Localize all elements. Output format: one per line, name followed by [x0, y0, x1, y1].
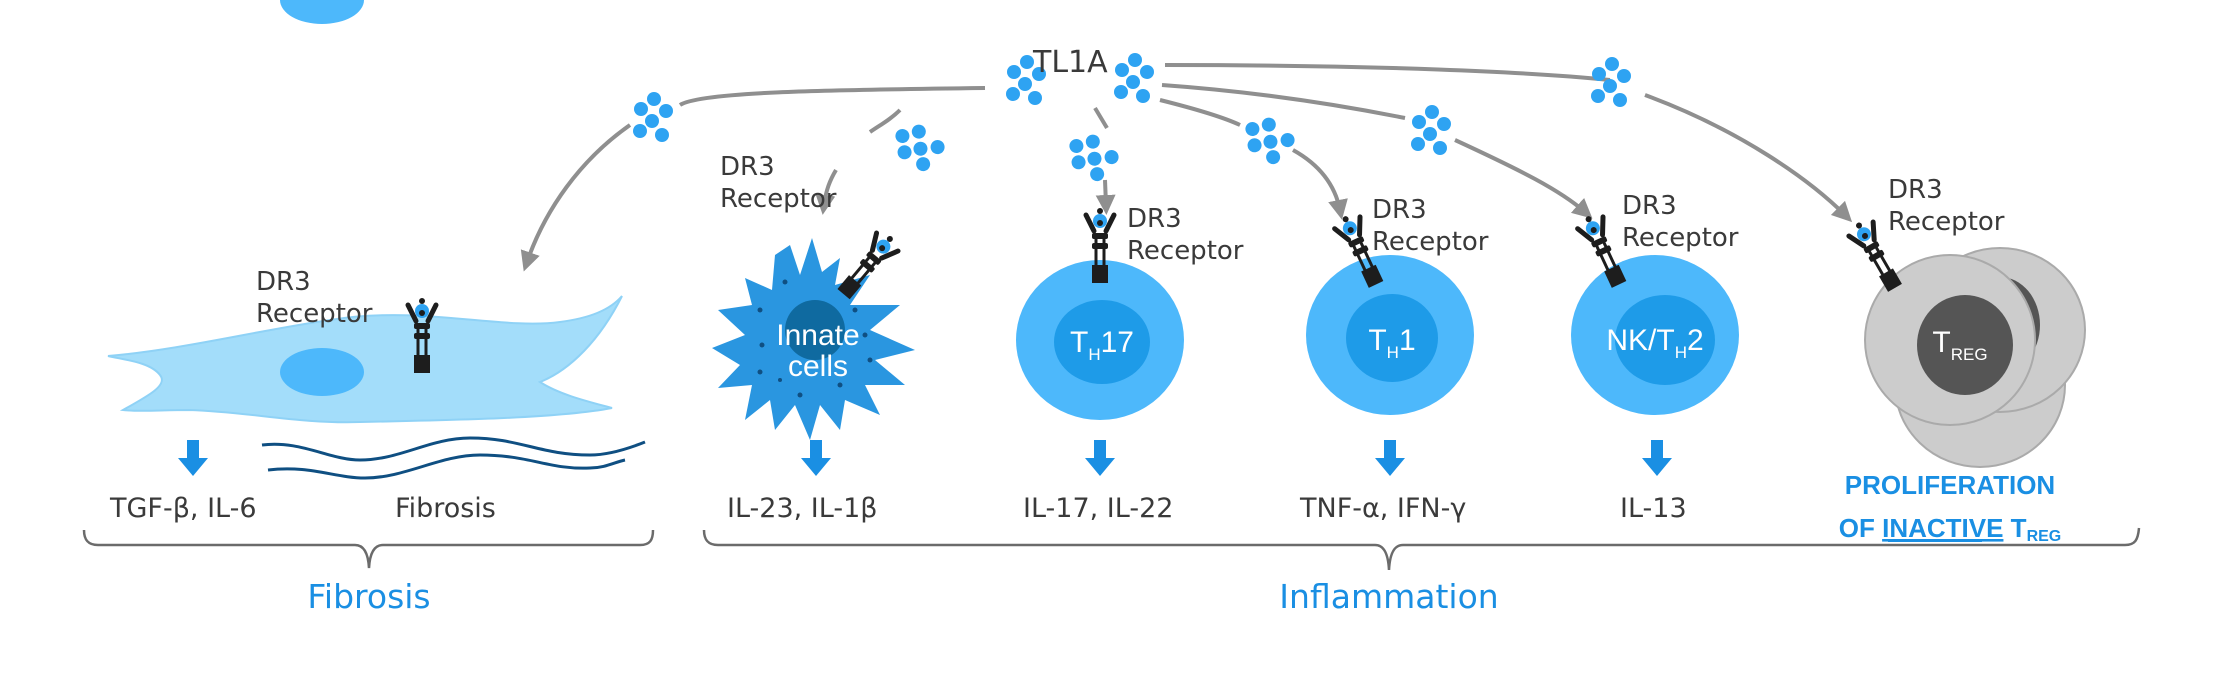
inactive-emphasis: INACTIVE — [1882, 513, 2003, 543]
fibroblast-body — [107, 295, 623, 424]
receptor-label-line1: DR3 — [1888, 175, 1943, 205]
tl1a-cluster-icon — [885, 116, 950, 176]
receptor-label-line1: DR3 — [720, 152, 775, 182]
arrow-to-th1-lower — [1292, 148, 1348, 220]
dr3-receptor-icon — [833, 228, 903, 303]
tl1a-cluster-icon — [633, 92, 673, 142]
treg-output-line2: OF INACTIVE TREG — [1839, 513, 2061, 545]
arrow-to-treg-lower — [1644, 93, 1853, 223]
th17-output: IL-17, IL-22 — [1023, 493, 1173, 524]
arrow-to-fibroblast-lower — [520, 123, 632, 272]
treg-output-line1: PROLIFERATION — [1845, 470, 2055, 500]
th1-output: TNF-α, IFN-γ — [1299, 493, 1466, 524]
nk-th2-cell-name: NK/TH2 — [1606, 324, 1703, 362]
fibroblast-output-fibrosis: Fibrosis — [395, 493, 496, 524]
tl1a-label: TL1A — [1032, 45, 1108, 80]
receptor-label-line1: DR3 — [1372, 195, 1427, 225]
inflammation-brace — [702, 527, 2141, 571]
fibroblast-output-cytokines: TGF-β, IL-6 — [109, 493, 257, 524]
fibroblast-nucleus — [280, 0, 364, 24]
arrow-to-nk — [1161, 83, 1406, 120]
treg-cell-stack: TREG — [1864, 247, 2086, 468]
tl1a-cluster-icon — [1411, 105, 1451, 155]
down-arrow-icon — [1642, 440, 1672, 476]
innate-output: IL-23, IL-1β — [727, 493, 877, 524]
receptor-label-line2: Receptor — [1372, 227, 1489, 257]
down-arrow-icon — [1085, 440, 1115, 476]
innate-cell-nucleus — [785, 300, 845, 360]
collagen-fiber-icon — [261, 436, 646, 480]
receptor-label-line2: Receptor — [720, 184, 837, 214]
innate-cell-name-line2: cells — [788, 350, 848, 383]
inflammation-group-label: Inflammation — [1279, 577, 1498, 616]
fibroblast-nucleus-fill — [280, 348, 364, 396]
down-arrow-icon — [801, 440, 831, 476]
receptor-label-line1: DR3 — [1127, 204, 1182, 234]
receptor-label-line2: Receptor — [1622, 223, 1739, 253]
arrow-to-innate — [868, 108, 902, 134]
arrow-to-nk-lower — [1454, 138, 1593, 219]
th1-cell: TH1 — [1306, 255, 1474, 415]
down-arrow-icon — [178, 440, 208, 476]
receptor-label-line1: DR3 — [1622, 191, 1677, 221]
tl1a-cluster-icon — [1059, 126, 1124, 186]
signal-arrows — [520, 63, 1853, 272]
th1-cell-name: TH1 — [1368, 324, 1415, 362]
th17-cell: TH17 — [1016, 260, 1184, 420]
innate-cell: Innate cells — [712, 238, 915, 440]
nk-th2-cell: NK/TH2 — [1571, 255, 1739, 415]
treg-cell-name: TREG — [1932, 326, 1987, 364]
receptor-label-line2: Receptor — [1127, 236, 1244, 266]
fibrosis-brace — [82, 529, 655, 569]
receptor-label-line2: Receptor — [1888, 207, 2005, 237]
tl1a-cluster-icon — [1114, 53, 1154, 103]
receptor-label-line1: DR3 — [256, 267, 311, 297]
arrow-to-innate-lower — [815, 168, 838, 215]
arrow-to-treg — [1164, 63, 1611, 82]
innate-cell-name-line1: Innate — [776, 319, 859, 352]
arrow-to-th1 — [1159, 98, 1241, 127]
fibrosis-group-label: Fibrosis — [307, 577, 430, 616]
tl1a-cluster-icon — [1591, 57, 1631, 107]
arrow-to-th17 — [1093, 106, 1109, 130]
arrow-to-fibroblast — [678, 86, 986, 107]
down-arrow-icon — [1375, 440, 1405, 476]
nk-th2-output: IL-13 — [1620, 493, 1687, 524]
fibroblast-cell — [107, 0, 623, 424]
arrow-to-th17-lower — [1095, 179, 1116, 215]
th17-cell-name: TH17 — [1070, 326, 1134, 364]
receptor-label-line2: Receptor — [256, 299, 373, 329]
tl1a-cluster-icon — [1235, 109, 1300, 169]
